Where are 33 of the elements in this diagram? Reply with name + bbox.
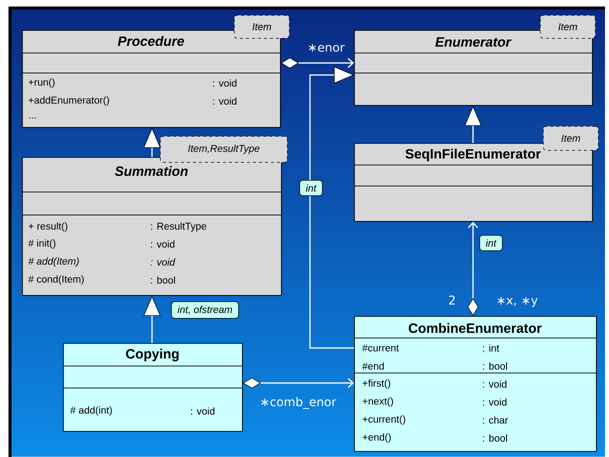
class-box: Enumerator	[354, 30, 593, 106]
node-label: : void	[213, 97, 236, 105]
arrow	[309, 66, 354, 349]
multiplicity-label: 2	[449, 296, 455, 304]
node-label: : ResultType	[151, 222, 206, 232]
node-label: + result()	[28, 222, 68, 232]
template-parameter-box: Item	[543, 126, 599, 151]
node-label: : void	[151, 240, 174, 248]
node-label: # init()	[28, 239, 56, 249]
role-label: ∗enor	[308, 44, 345, 52]
class-box: Summation + result() : ResultType # init() : void # add(Item) : void # cond(Item) : bool	[22, 157, 282, 296]
node-label: +addEnumerator()	[28, 96, 110, 106]
class-box: CombineEnumerator #current : int #end : bool +first() : void +next() : void +current() : char +end() : bool	[354, 316, 597, 452]
role-label: ∗comb_enor	[261, 397, 336, 409]
node-label: # cond(Item)	[28, 275, 84, 285]
template-parameter-box: Item,ResultType	[160, 136, 288, 163]
class-box: SeqInFileEnumerator	[354, 143, 593, 222]
arrow	[468, 222, 478, 316]
node-label: : bool	[151, 276, 175, 284]
template-parameter-box: Item	[540, 15, 596, 39]
class-box: Copying # add(int) : void	[62, 343, 243, 432]
class-box: Procedure +run() : void +addEnumerator() : void ...	[22, 30, 281, 128]
node-label: : void	[213, 79, 236, 87]
node-label: +run()	[28, 78, 55, 88]
node-label: # add(Item)	[28, 257, 79, 267]
template-parameter-box: Item	[234, 15, 290, 39]
binding-label: int	[299, 180, 323, 196]
node-label: ...	[29, 117, 36, 119]
node-label: Summation	[114, 166, 188, 176]
binding-label: int	[479, 235, 503, 251]
binding-label: int, ofstream	[171, 301, 239, 319]
node-label: Procedure	[118, 36, 184, 46]
node-label: : void	[150, 258, 176, 266]
